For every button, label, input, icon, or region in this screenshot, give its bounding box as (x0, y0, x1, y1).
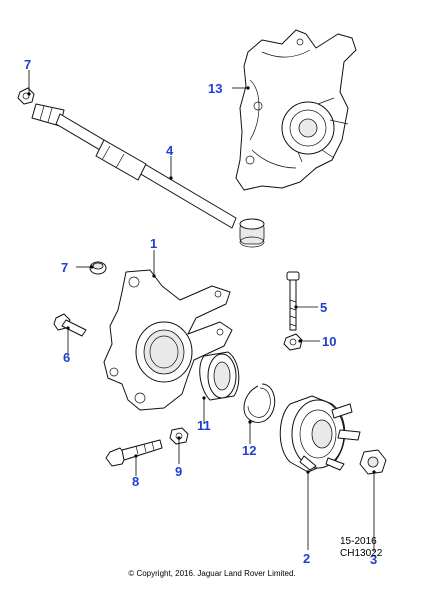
part-13-knuckle-hub-assembly (235, 29, 357, 191)
callout-5: 5 (320, 300, 327, 315)
leader-lines (27, 70, 376, 552)
diagram-reference-code: CH13022 (340, 548, 383, 559)
callout-13: 13 (208, 81, 222, 96)
part-10-nut (283, 333, 303, 351)
part-3-hub-nut (359, 449, 387, 475)
callout-7-upper: 7 (24, 57, 31, 72)
callout-8: 8 (132, 474, 139, 489)
callout-3: 3 (370, 552, 377, 567)
part-11-wheel-bearing (199, 351, 240, 401)
callout-labels: 7 13 4 1 7 6 5 10 11 12 2 3 8 9 (24, 57, 377, 567)
callout-10: 10 (322, 334, 336, 349)
part-1-knuckle (103, 269, 233, 411)
part-8-bolt (105, 439, 163, 467)
part-7-nut-upper (17, 87, 35, 105)
diagram-date-code: 15-2016 (340, 536, 377, 547)
part-2-wheel-hub (279, 395, 361, 473)
part-4-drive-shaft (31, 103, 265, 248)
callout-12: 12 (242, 443, 256, 458)
callout-7-lower: 7 (61, 260, 68, 275)
part-6-bolt (53, 313, 87, 337)
callout-1: 1 (150, 236, 157, 251)
part-7-nut-lower (89, 261, 107, 275)
callout-2: 2 (303, 551, 310, 566)
copyright-notice: © Copyright, 2016. Jaguar Land Rover Lim… (128, 569, 296, 578)
part-12-snap-ring (243, 383, 276, 423)
callout-9: 9 (175, 464, 182, 479)
callout-4: 4 (166, 143, 174, 158)
part-5-bolt (286, 271, 300, 331)
callout-6: 6 (63, 350, 70, 365)
callout-11: 11 (197, 418, 211, 433)
part-9-nut (169, 427, 189, 445)
